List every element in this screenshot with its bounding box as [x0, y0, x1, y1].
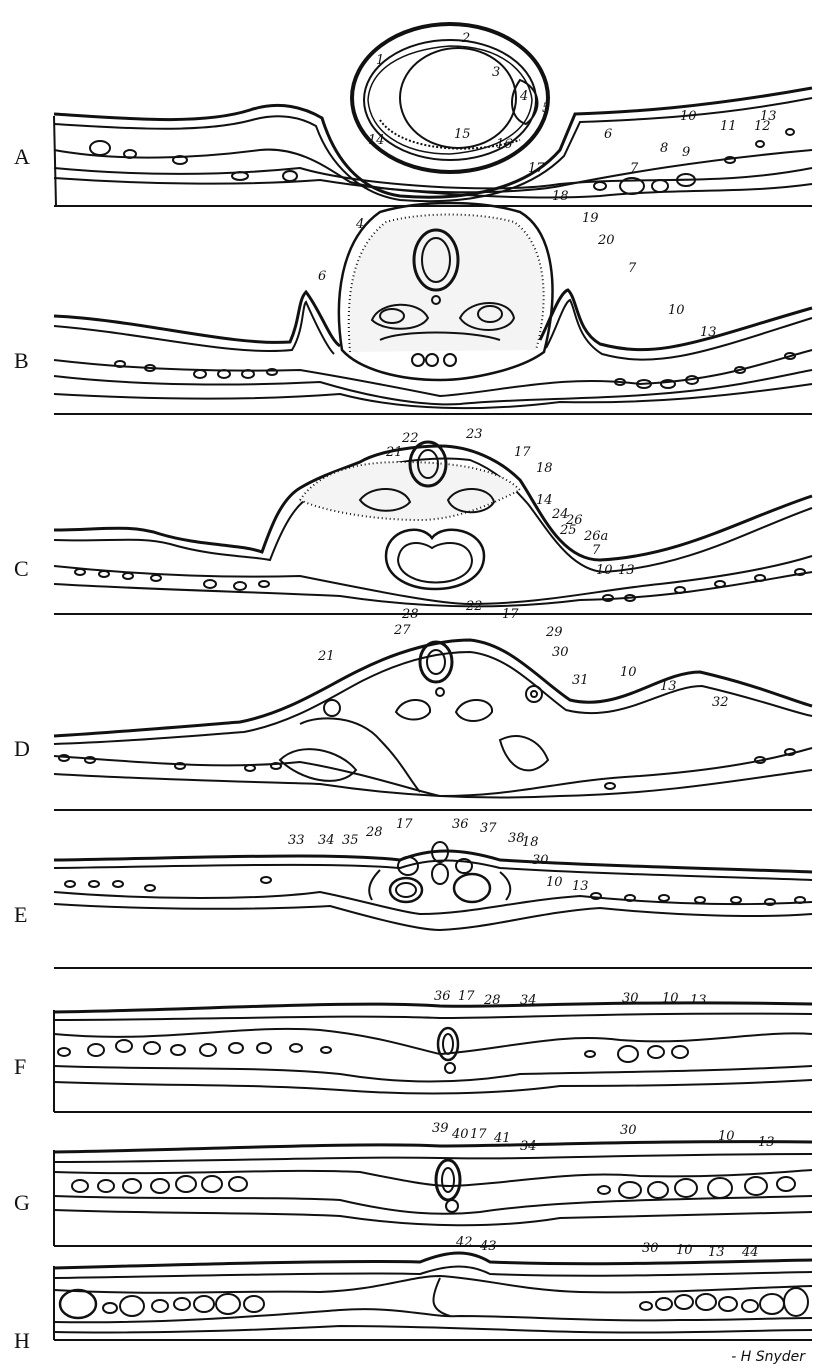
label-e-36: 36	[452, 817, 469, 832]
label-b-10: 10	[668, 303, 685, 318]
label-e-17: 17	[396, 817, 413, 832]
label-b-14: 14	[368, 133, 385, 148]
label-d-13: 13	[660, 679, 677, 694]
panel-a-drawing	[54, 24, 812, 206]
panel-b-drawing	[54, 203, 812, 414]
label-e-35: 35	[342, 833, 359, 848]
label-a-6: 6	[604, 127, 612, 142]
label-h-30: 30	[642, 1241, 659, 1256]
label-g-17: 17	[470, 1127, 487, 1142]
label-c-14: 14	[536, 493, 553, 508]
label-c-22: 22	[401, 431, 419, 446]
label-d-28: 28	[401, 607, 419, 622]
label-c-23: 23	[465, 427, 483, 442]
label-f-36: 36	[434, 989, 451, 1004]
panel-d-drawing	[54, 640, 812, 810]
label-c-18: 18	[536, 461, 553, 476]
label-e-30: 30	[532, 853, 549, 868]
label-b-6: 6	[318, 269, 326, 284]
label-b-18: 18	[552, 189, 569, 204]
label-a-1: 1	[376, 53, 384, 68]
label-f-13: 13	[690, 993, 707, 1008]
label-h-43: 43	[479, 1239, 497, 1254]
label-f-30: 30	[622, 991, 639, 1006]
label-b-20: 20	[597, 233, 615, 248]
label-h-10: 10	[676, 1243, 693, 1258]
label-b-17: 17	[528, 161, 545, 176]
label-h-42: 42	[455, 1235, 473, 1250]
label-e-10: 10	[546, 875, 563, 890]
label-d-29: 29	[545, 625, 563, 640]
label-f-34: 34	[520, 993, 537, 1008]
label-a-8: 8	[660, 141, 668, 156]
label-a-4: 4	[519, 89, 528, 104]
label-d-17: 17	[502, 607, 519, 622]
label-g-41: 41	[493, 1131, 511, 1146]
label-g-30: 30	[620, 1123, 637, 1138]
label-g-13: 13	[758, 1135, 775, 1150]
label-b-4: 4	[355, 217, 364, 232]
label-d-27: 27	[393, 623, 411, 638]
label-e-18: 18	[522, 835, 539, 850]
label-f-17: 17	[458, 989, 475, 1004]
label-a-7: 7	[630, 161, 639, 176]
label-b-7: 7	[628, 261, 637, 276]
label-e-33: 33	[288, 833, 305, 848]
label-a-13: 13	[760, 109, 777, 124]
label-b-15: 15	[454, 127, 471, 142]
panel-g-drawing	[54, 1142, 812, 1246]
label-a-11: 11	[720, 119, 737, 134]
label-c-17: 17	[514, 445, 531, 460]
label-h-44: 44	[741, 1245, 759, 1260]
label-c-7: 7	[592, 543, 601, 558]
label-g-39: 39	[432, 1121, 449, 1136]
label-g-40: 40	[451, 1127, 469, 1142]
label-d-32: 32	[712, 695, 729, 710]
label-a-5: 5	[542, 101, 550, 116]
label-g-10: 10	[718, 1129, 735, 1144]
label-h-13: 13	[708, 1245, 725, 1260]
label-f-28: 28	[483, 993, 501, 1008]
label-d-30: 30	[552, 645, 569, 660]
label-d-22: 22	[465, 599, 483, 614]
label-d-31: 31	[572, 673, 589, 688]
label-e-13: 13	[572, 879, 589, 894]
label-a-3: 3	[492, 65, 500, 80]
panel-c-drawing	[54, 442, 812, 614]
label-b-19: 19	[582, 211, 599, 226]
label-b-13: 13	[700, 325, 717, 340]
label-e-37: 37	[480, 821, 497, 836]
panel-f-drawing	[54, 1003, 812, 1112]
label-d-21: 21	[317, 649, 335, 664]
label-d-10: 10	[620, 665, 637, 680]
label-f-10: 10	[662, 991, 679, 1006]
label-c-21: 21	[385, 445, 403, 460]
label-e-34: 34	[318, 833, 335, 848]
artist-signature: - H Snyder	[731, 1349, 805, 1365]
label-b-16: 16	[496, 137, 513, 152]
label-a-9: 9	[682, 145, 690, 160]
label-g-34: 34	[520, 1139, 537, 1154]
label-c-26: 26	[565, 513, 583, 528]
label-c-10: 10	[596, 563, 613, 578]
label-a-10: 10	[680, 109, 697, 124]
label-e-28: 28	[365, 825, 383, 840]
label-c-13: 13	[618, 563, 635, 578]
panel-e-drawing	[54, 842, 812, 968]
label-c-26a: 26a	[583, 529, 608, 544]
label-a-2: 2	[461, 31, 470, 46]
panel-h-drawing	[54, 1253, 812, 1340]
